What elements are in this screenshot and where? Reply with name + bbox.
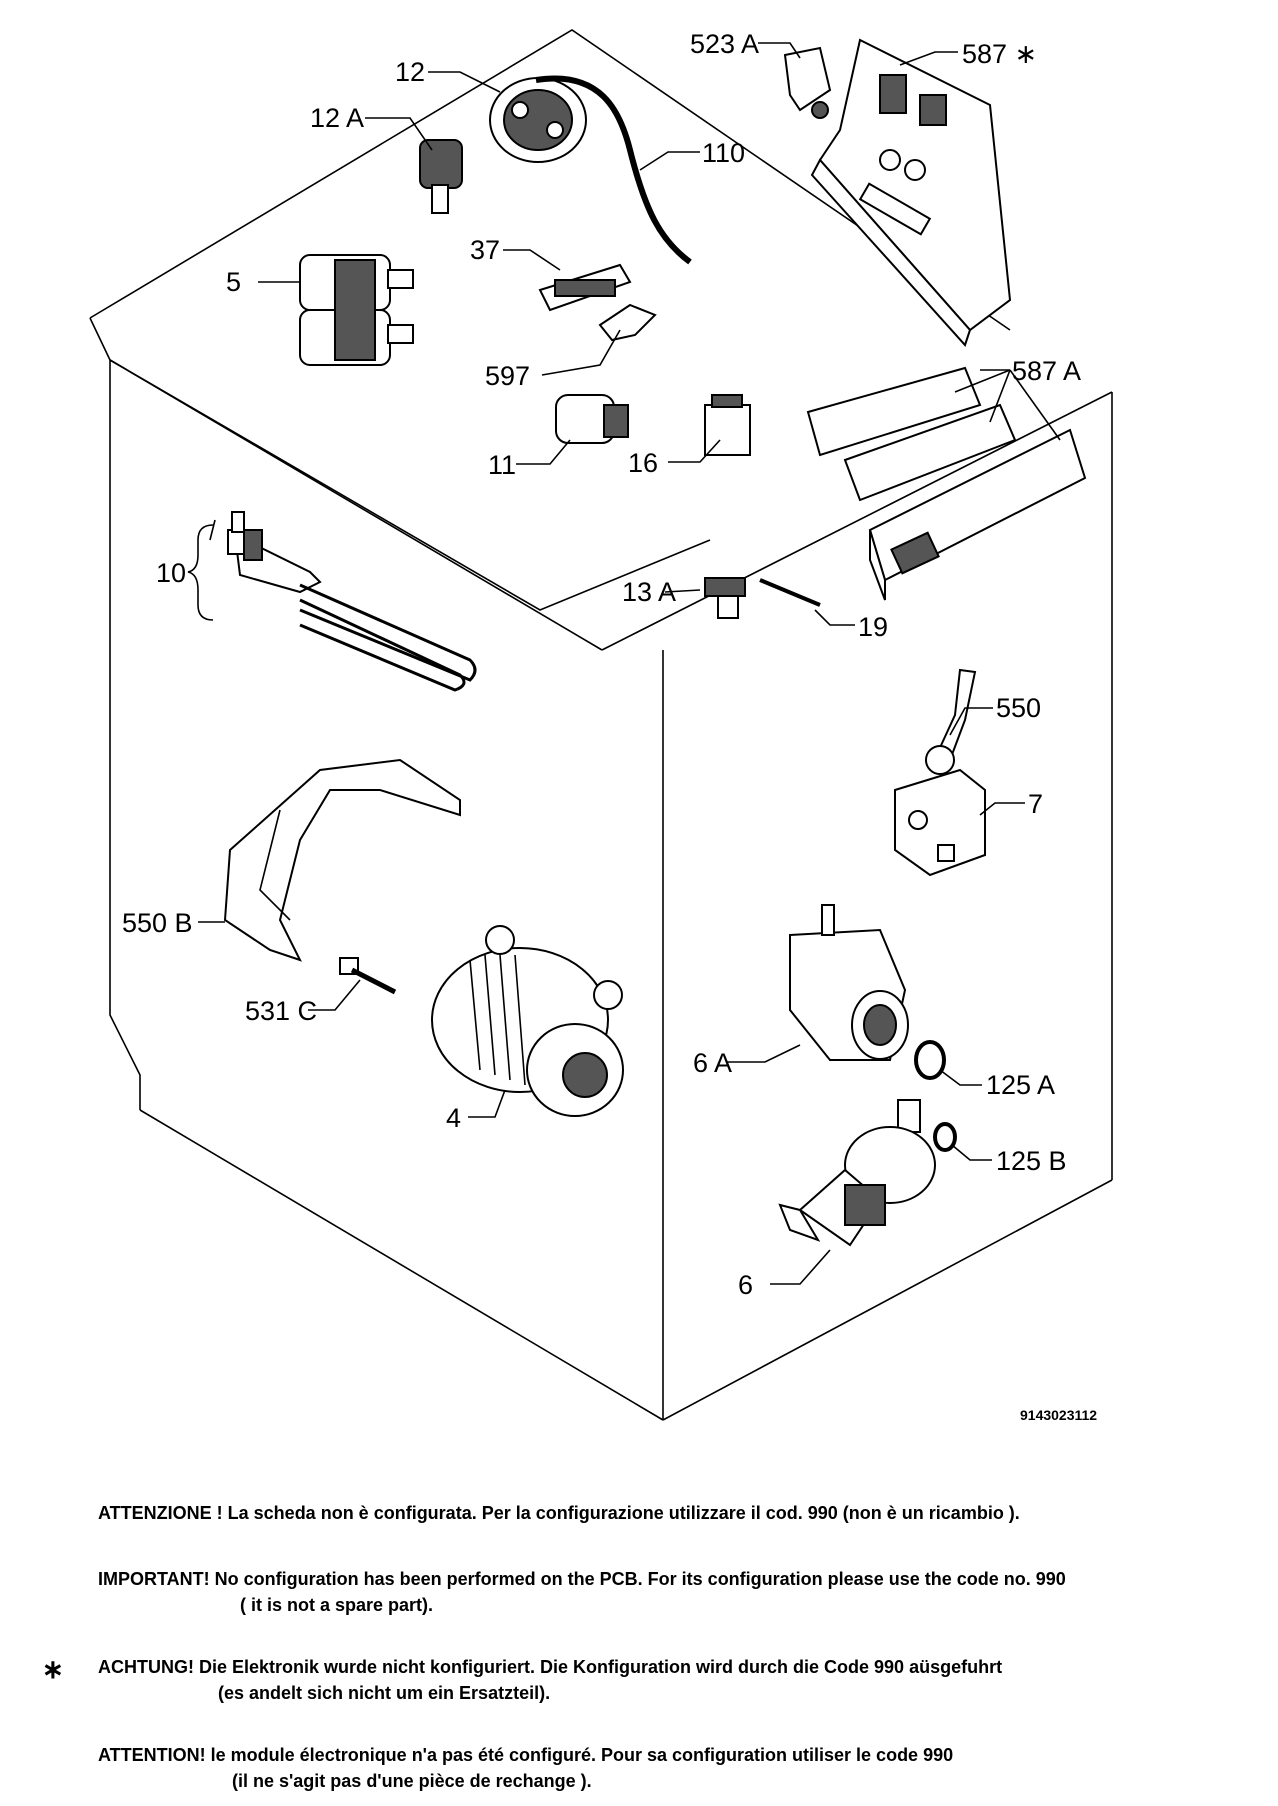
exploded-parts-diagram: 12 12 A 110 523 A 587 ∗ 37 5 597 587 A 1…: [89, 29, 1113, 1423]
callout-125a: 125 A: [986, 1070, 1055, 1100]
leader-lines: [198, 42, 1061, 1285]
note-french-line2: (il ne s'agit pas d'une pièce de rechang…: [232, 1771, 592, 1791]
callout-13a: 13 A: [622, 577, 676, 607]
callout-11: 11: [488, 450, 516, 480]
callout-10: 10: [156, 558, 186, 588]
brace-10: [187, 524, 214, 621]
control-board-part: [810, 38, 1012, 347]
connector-block-part: [538, 263, 632, 312]
seal-a-part: [914, 1040, 946, 1080]
terminal-block-part: [704, 577, 746, 619]
callout-597: 597: [485, 361, 530, 391]
callout-12: 12: [395, 57, 425, 87]
door-lever-part: [925, 668, 977, 775]
callout-37: 37: [470, 235, 500, 265]
control-panel-board-parts: [806, 366, 1087, 601]
door-lock-part: [894, 768, 986, 877]
filter-part: [704, 394, 751, 456]
callout-531c: 531 C: [245, 996, 317, 1026]
pressure-switch-part: [489, 77, 587, 163]
seal-b-part: [933, 1122, 957, 1152]
heating-element-part: [209, 511, 477, 692]
callout-5: 5: [226, 267, 241, 297]
callout-110: 110: [702, 138, 745, 168]
callout-550: 550: [996, 693, 1041, 723]
hose-part: [535, 75, 692, 265]
callout-19: 19: [858, 612, 888, 642]
callout-labels: 12 12 A 110 523 A 587 ∗ 37 5 597 587 A 1…: [122, 29, 1081, 1300]
note-italian: ATTENZIONE ! La scheda non è configurata…: [98, 1503, 1020, 1523]
note-french: ATTENTION! le module électronique n'a pa…: [98, 1745, 954, 1765]
clip-part: [598, 303, 657, 342]
note-german-line2: (es andelt sich nicht um ein Ersatzteil)…: [218, 1683, 551, 1703]
bolt-part: [339, 957, 397, 995]
callout-6a: 6 A: [693, 1048, 732, 1078]
selector-knob-part: [783, 46, 832, 119]
motor-part: [431, 925, 624, 1117]
capacitor-part: [555, 394, 629, 444]
callout-4: 4: [446, 1103, 461, 1133]
inlet-valve-part: [299, 254, 414, 366]
callout-587-star: 587 ∗: [962, 39, 1037, 69]
asterisk-marker: ∗: [42, 1654, 64, 1684]
callout-6: 6: [738, 1270, 753, 1300]
callout-16: 16: [628, 448, 658, 478]
callout-523a: 523 A: [690, 29, 759, 59]
callout-7: 7: [1028, 789, 1043, 819]
sensor-part: [759, 578, 821, 607]
note-english-line2: ( it is not a spare part).: [240, 1595, 434, 1615]
callout-587a: 587 A: [1012, 356, 1081, 386]
callout-550b: 550 B: [122, 908, 193, 938]
pump-housing-part: [789, 904, 909, 1061]
document-number: 9143023112: [1020, 1407, 1097, 1423]
callout-125b: 125 B: [996, 1146, 1067, 1176]
belt-guard-part: [223, 758, 461, 962]
callout-12a: 12 A: [310, 103, 364, 133]
note-german: ACHTUNG! Die Elektronik wurde nicht konf…: [98, 1657, 1003, 1677]
drain-pump-part: [778, 1099, 936, 1247]
pressure-switch-small-part: [419, 139, 463, 214]
note-english: IMPORTANT! No configuration has been per…: [98, 1569, 1066, 1589]
